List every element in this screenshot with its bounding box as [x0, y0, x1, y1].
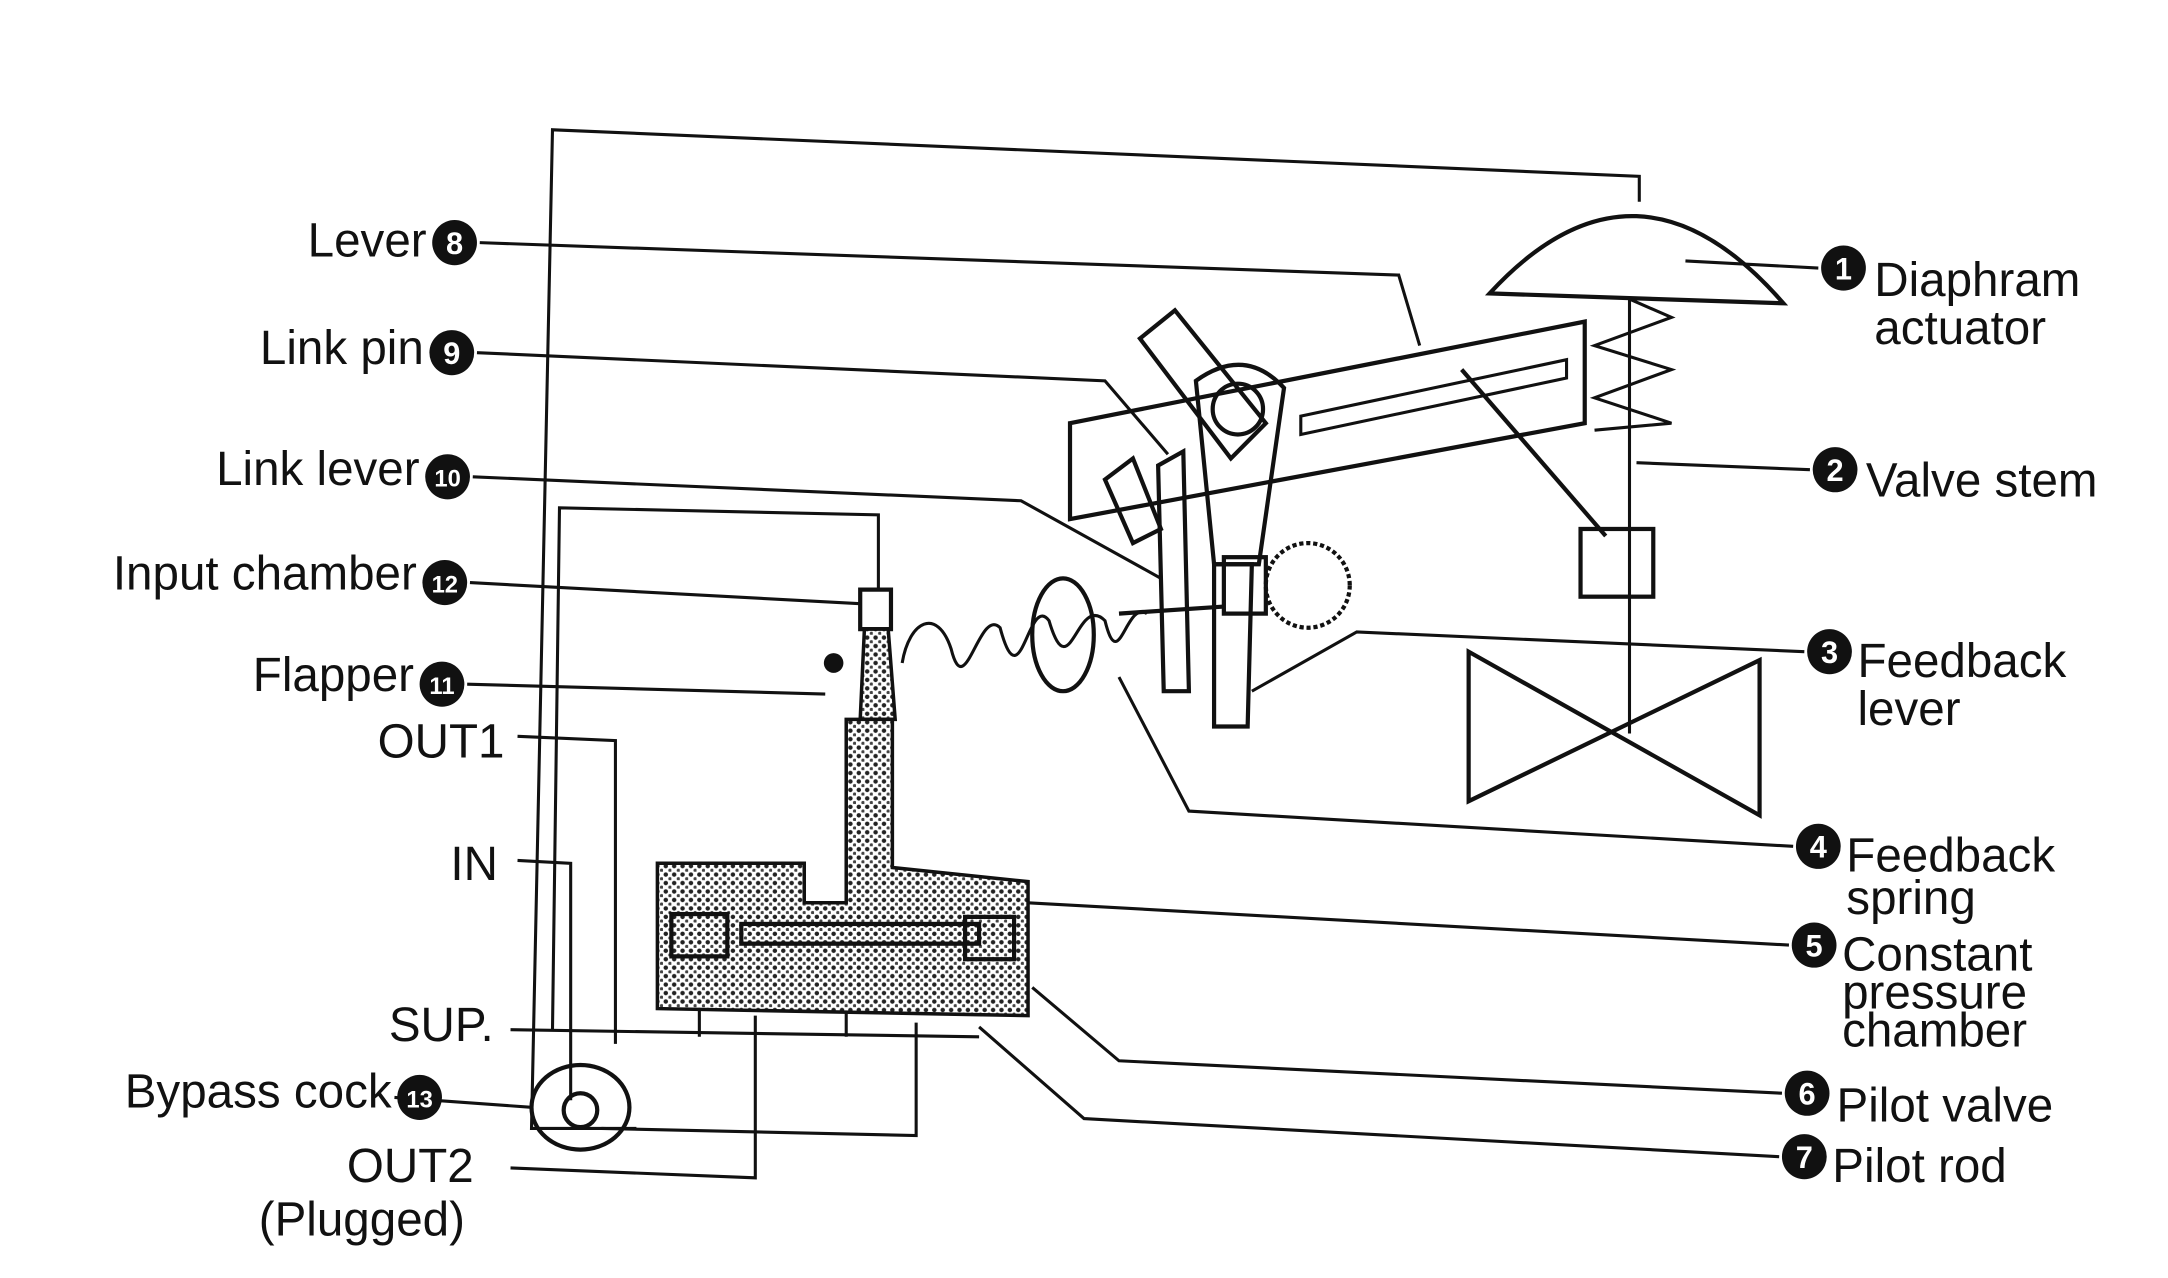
- leader-lines: [394, 241, 1819, 1159]
- svg-text:Link pin: Link pin: [260, 322, 424, 375]
- pneumatic-piping: [510, 128, 1641, 1180]
- svg-text:12: 12: [432, 571, 458, 598]
- svg-text:spring: spring: [1846, 872, 1976, 925]
- port-out2-note: (Plugged): [259, 1194, 465, 1247]
- stem-connector-shape: [1578, 526, 1656, 599]
- svg-text:10: 10: [434, 466, 460, 493]
- port-out2: OUT2: [347, 1140, 474, 1193]
- label-constant-pressure-chamber: 5 Constant pressure chamber: [1791, 922, 2032, 1058]
- label-input-chamber: Input chamber 12: [113, 547, 468, 606]
- svg-text:Pilot rod: Pilot rod: [1832, 1140, 2006, 1193]
- svg-text:lever: lever: [1857, 683, 1960, 736]
- svg-text:Input chamber: Input chamber: [113, 547, 417, 600]
- svg-text:4: 4: [1810, 830, 1828, 865]
- valve-body-shape: [1466, 648, 1762, 819]
- svg-text:1: 1: [1835, 251, 1852, 286]
- feedback-spring-shape: [900, 610, 1148, 669]
- bypass-cock-shape: [529, 1062, 632, 1152]
- svg-text:Diaphram: Diaphram: [1874, 254, 2080, 307]
- label-bypass-cock: Bypass cock 13: [125, 1065, 442, 1121]
- diaphragm-actuator-shape: [1484, 214, 1789, 306]
- svg-text:Bypass cock: Bypass cock: [125, 1065, 392, 1118]
- svg-text:Lever: Lever: [308, 215, 427, 268]
- label-pilot-valve: 6 Pilot valve: [1784, 1070, 2054, 1132]
- spring-seat-shape: [1030, 576, 1096, 694]
- svg-text:Constant: Constant: [1842, 928, 2032, 981]
- label-feedback-lever: 3 Feedback lever: [1807, 629, 2066, 736]
- svg-text:pressure: pressure: [1842, 966, 2027, 1019]
- label-flapper: Flapper 11: [253, 649, 465, 707]
- svg-text:chamber: chamber: [1842, 1004, 2027, 1057]
- svg-text:Feedback: Feedback: [1857, 635, 2066, 688]
- port-sup: SUP.: [389, 999, 494, 1052]
- label-pilot-rod: 7 Pilot rod: [1781, 1134, 2007, 1193]
- svg-text:6: 6: [1799, 1076, 1816, 1111]
- label-diaphragm-actuator: 1 Diaphram actuator: [1821, 245, 2080, 355]
- svg-text:9: 9: [443, 336, 460, 371]
- port-in: IN: [450, 838, 498, 891]
- pilot-block: [655, 587, 1030, 1018]
- svg-text:7: 7: [1796, 1140, 1813, 1175]
- svg-text:11: 11: [429, 673, 454, 700]
- svg-text:actuator: actuator: [1874, 302, 2046, 355]
- svg-text:Feedback: Feedback: [1846, 830, 2055, 883]
- svg-text:3: 3: [1821, 635, 1838, 670]
- actuator-spring-shape: [1589, 297, 1677, 432]
- label-lever: Lever 8: [308, 215, 477, 268]
- port-out1: OUT1: [378, 715, 505, 768]
- label-link-pin: Link pin 9: [260, 322, 475, 376]
- svg-text:8: 8: [446, 226, 463, 261]
- svg-text:2: 2: [1827, 453, 1844, 488]
- svg-text:Pilot valve: Pilot valve: [1837, 1079, 2054, 1132]
- lever-mechanism: [1067, 307, 1608, 729]
- svg-text:5: 5: [1806, 928, 1823, 963]
- svg-text:Valve stem: Valve stem: [1866, 454, 2098, 507]
- svg-text:Link lever: Link lever: [216, 443, 420, 496]
- label-feedback-spring: 4 Feedback spring: [1795, 823, 2055, 925]
- svg-text:13: 13: [406, 1086, 432, 1113]
- svg-text:Flapper: Flapper: [253, 649, 414, 702]
- label-valve-stem: 2 Valve stem: [1812, 447, 2098, 508]
- label-link-lever: Link lever 10: [216, 443, 470, 500]
